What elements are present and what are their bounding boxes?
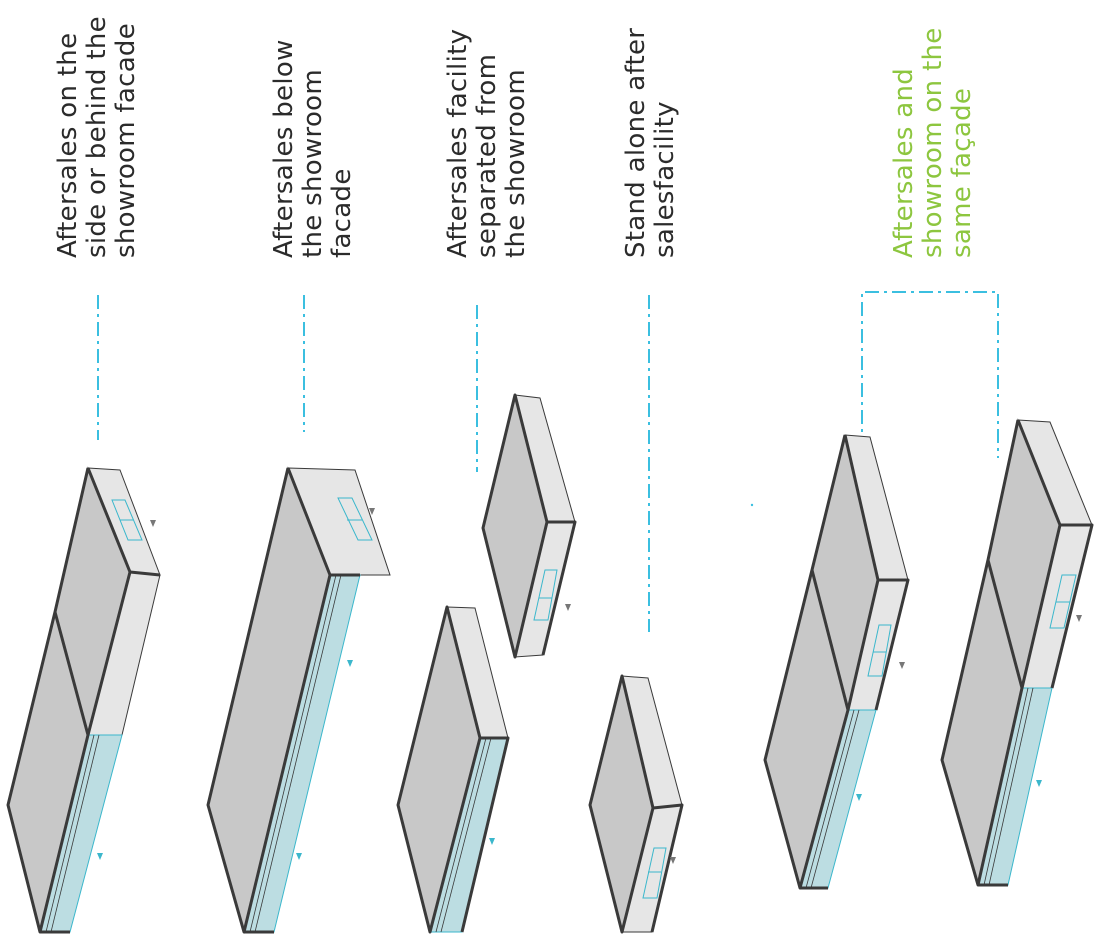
- label-side-or-behind: Aftersales on the side or behind the sho…: [53, 16, 141, 258]
- showroom-entrance-marker: [489, 838, 495, 845]
- building-stand-alone: [588, 674, 684, 934]
- label-below-facade: Aftersales below the showroom facade: [269, 39, 357, 258]
- label-line: the showroom: [501, 69, 531, 258]
- aftersales-entrance-marker: [369, 508, 375, 515]
- label-line: Aftersales below: [269, 39, 299, 258]
- label-line: Aftersales facility: [443, 29, 473, 258]
- label-line: Stand alone after: [621, 28, 651, 258]
- aftersales-door-icon: [111, 499, 143, 541]
- aftersales-entrance-marker: [150, 520, 156, 527]
- aftersales-entrance-marker: [670, 857, 676, 864]
- label-line: showroom facade: [111, 23, 141, 258]
- label-line: Aftersales and: [889, 68, 919, 258]
- building-same-facade-a: [763, 434, 910, 890]
- aftersales-entrance-marker: [899, 662, 905, 669]
- label-line: same façade: [947, 88, 977, 258]
- label-line: facade: [327, 168, 357, 258]
- label-line: Aftersales on the: [53, 33, 83, 258]
- aftersales-door-icon: [533, 569, 558, 621]
- building-below-facade: [206, 466, 391, 934]
- label-line: showroom on the: [918, 27, 948, 258]
- guide-bracket: [861, 291, 999, 478]
- label-line: the showroom: [298, 69, 328, 258]
- label-line: salesfacility: [650, 101, 680, 258]
- stray-dot: [750, 503, 754, 507]
- showroom-entrance-marker: [97, 853, 103, 860]
- label-separated: Aftersales facility separated from the s…: [443, 29, 531, 258]
- aftersales-entrance-marker: [565, 604, 571, 611]
- label-same-facade: Aftersales and showroom on the same faça…: [889, 27, 977, 258]
- aftersales-door-icon: [1049, 574, 1077, 629]
- showroom-entrance-marker: [1036, 780, 1042, 787]
- aftersales-door-icon: [337, 497, 373, 541]
- aftersales-door-icon: [867, 624, 892, 677]
- aftersales-entrance-marker: [1076, 615, 1082, 622]
- showroom-entrance-marker: [296, 853, 302, 860]
- label-line: separated from: [472, 54, 502, 258]
- building-side-or-behind: [6, 466, 161, 934]
- label-line: side or behind the: [82, 16, 112, 258]
- building-same-facade-b: [940, 418, 1094, 887]
- aftersales-door-icon: [642, 847, 667, 899]
- showroom-entrance-marker: [856, 794, 862, 801]
- showroom-entrance-marker: [347, 660, 353, 667]
- building-separated: [396, 393, 577, 934]
- label-stand-alone: Stand alone after salesfacility: [621, 28, 680, 258]
